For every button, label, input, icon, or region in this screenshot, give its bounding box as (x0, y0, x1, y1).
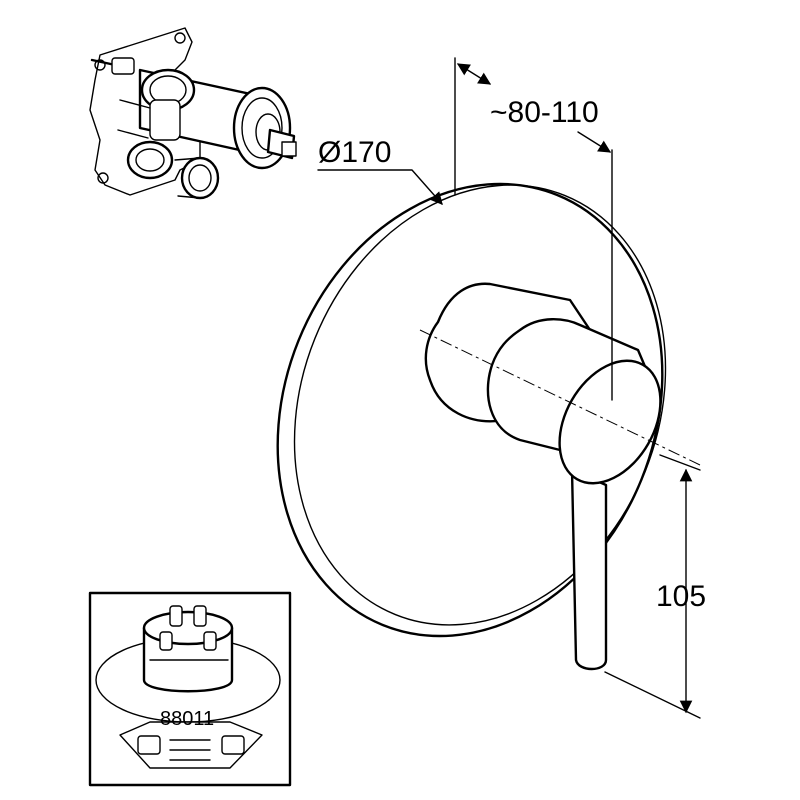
diameter-label: Ø170 (318, 136, 391, 169)
inset-part-number: 88011 (160, 708, 214, 730)
dimension-lines (317, 57, 701, 719)
inset-box (88, 591, 292, 787)
lever-offset-label: 105 (656, 580, 706, 613)
concealed-valve-body (89, 27, 297, 200)
handle-assembly (419, 282, 701, 671)
projection-label: ~80-110 (490, 96, 599, 129)
